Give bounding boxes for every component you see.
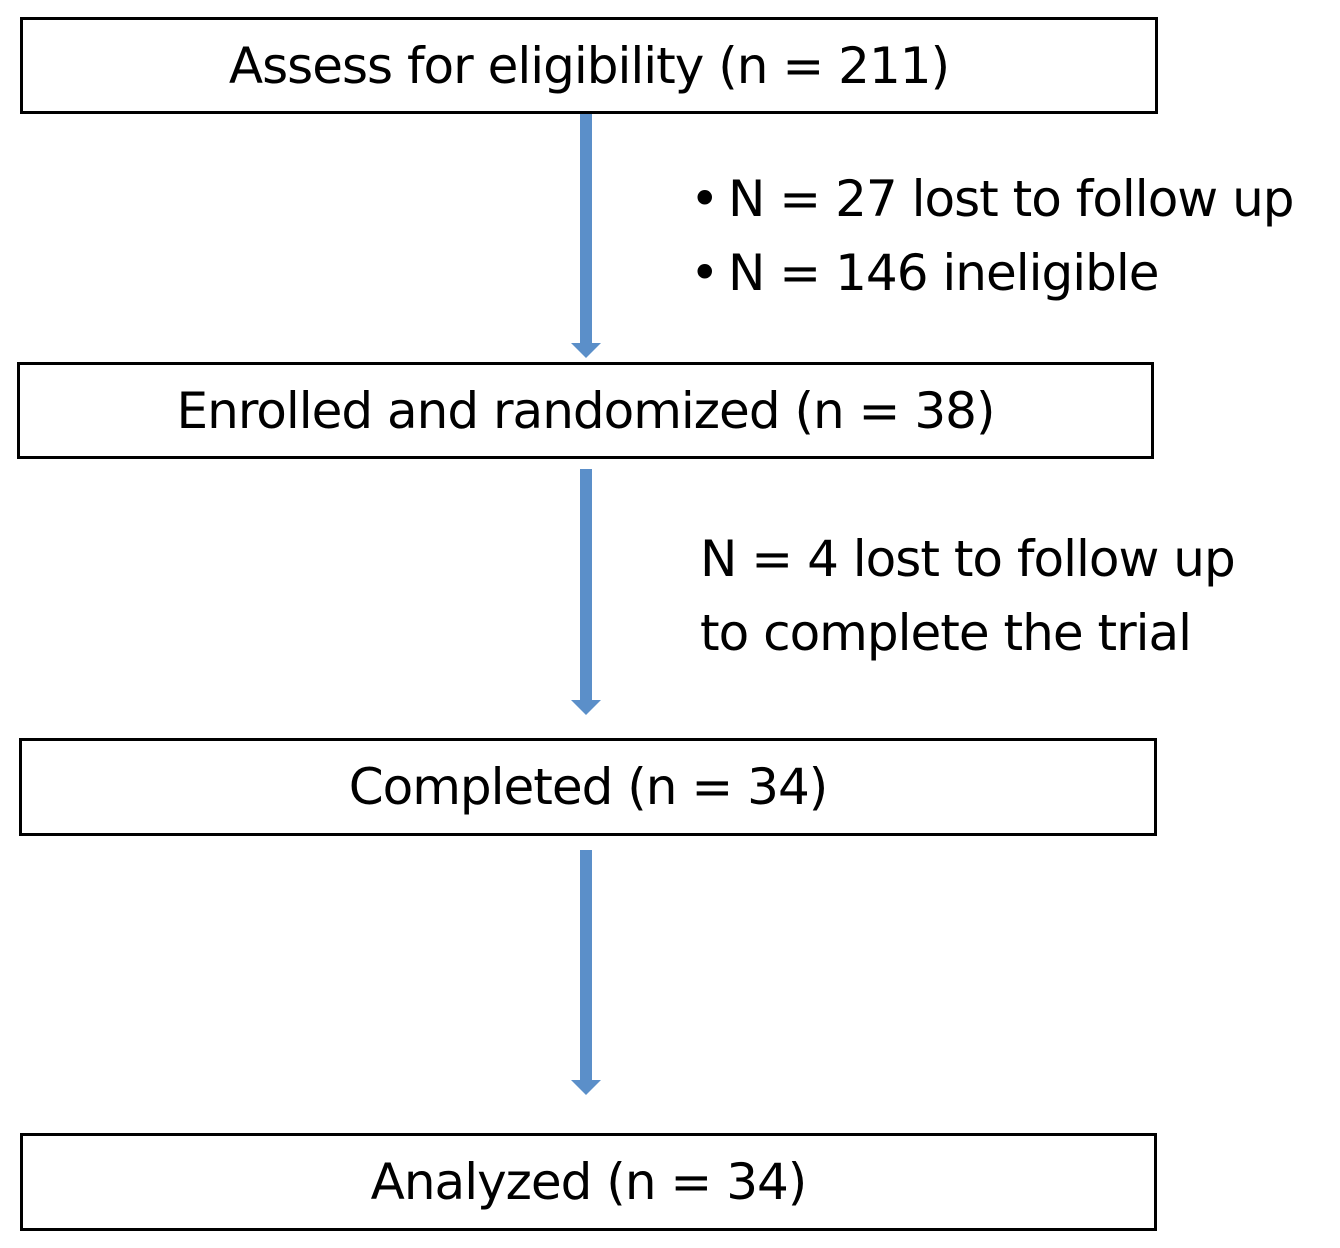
loss-note-line: to complete the trial (700, 604, 1192, 662)
exclusion-list-1: •N = 27 lost to follow up •N = 146 ineli… (690, 162, 1295, 310)
analyzed-box: Analyzed (n = 34) (20, 1133, 1157, 1231)
bullet-icon: • (690, 170, 720, 228)
exclusion-item: •N = 27 lost to follow up (690, 162, 1295, 236)
exclusion-item: •N = 146 ineligible (690, 236, 1294, 310)
assess-eligibility-label: Assess for eligibility (n = 211) (228, 36, 950, 95)
bullet-icon: • (690, 244, 720, 302)
completed-label: Completed (n = 34) (348, 758, 829, 816)
arrow-assess-to-enrolled (571, 114, 601, 358)
completed-box: Completed (n = 34) (19, 738, 1157, 836)
loss-note-line: N = 4 lost to follow up (700, 530, 1236, 588)
exclusion-item-label: N = 27 lost to follow up (728, 170, 1295, 228)
loss-to-follow-up-note: N = 4 lost to follow up to complete the … (700, 522, 1236, 670)
analyzed-label: Analyzed (n = 34) (370, 1153, 808, 1211)
exclusion-item-label: N = 146 ineligible (728, 244, 1160, 302)
enrolled-randomized-label: Enrolled and randomized (n = 38) (176, 381, 996, 440)
enrolled-randomized-box: Enrolled and randomized (n = 38) (17, 362, 1154, 459)
assess-eligibility-box: Assess for eligibility (n = 211) (20, 17, 1158, 114)
arrow-enrolled-to-completed (571, 469, 601, 715)
arrow-completed-to-analyzed (571, 850, 601, 1095)
